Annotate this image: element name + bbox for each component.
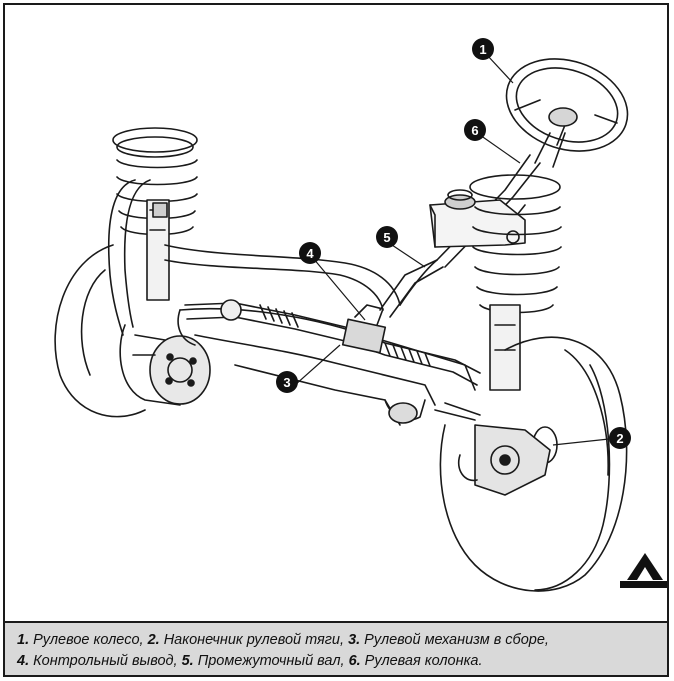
steering-rack <box>184 299 481 386</box>
caption-text: Наконечник рулевой тяги, <box>159 632 349 648</box>
caption-number: 4. <box>17 653 30 669</box>
exhaust-pipe <box>107 179 438 336</box>
callout-5: 5 <box>376 226 398 248</box>
publisher-logo-icon <box>620 553 667 588</box>
steering-wheel <box>505 58 629 168</box>
caption-text: Промежуточный вал, <box>193 653 349 669</box>
caption-number: 6. <box>348 653 361 669</box>
callout-1: 1 <box>472 38 494 60</box>
caption-number: 1. <box>17 632 30 648</box>
callout-2: 2 <box>609 427 631 449</box>
svg-text:1: 1 <box>479 42 486 57</box>
steering-system-drawing: 1 6 2 3 4 5 <box>54 38 667 592</box>
caption-line-2: 4. Контрольный вывод, 5. Промежуточный в… <box>17 651 657 672</box>
caption-number: 5. <box>181 653 194 669</box>
svg-text:4: 4 <box>306 246 314 261</box>
right-wheel <box>434 336 628 592</box>
left-strut-spring <box>112 127 198 301</box>
caption-number: 2. <box>147 632 160 648</box>
caption-text: Контрольный вывод, <box>29 653 182 669</box>
figure-caption: 1. Рулевое колесо, 2. Наконечник рулевой… <box>5 621 667 675</box>
svg-text:2: 2 <box>616 431 623 446</box>
caption-line-1: 1. Рулевое колесо, 2. Наконечник рулевой… <box>17 630 657 651</box>
svg-text:3: 3 <box>283 375 290 390</box>
callout-6: 6 <box>464 119 486 141</box>
svg-text:5: 5 <box>383 230 390 245</box>
callout-4: 4 <box>299 242 321 264</box>
svg-text:6: 6 <box>471 123 478 138</box>
caption-number: 3. <box>348 632 361 648</box>
fluid-reservoir <box>429 189 526 248</box>
right-strut-spring <box>469 174 562 391</box>
callout-markers: 1 6 2 3 4 5 <box>276 38 631 449</box>
caption-text: Рулевая колонка. <box>360 653 483 669</box>
left-wheel <box>54 244 211 418</box>
caption-text: Рулевой механизм в сборе, <box>360 632 549 648</box>
caption-text: Рулевое колесо, <box>29 632 148 648</box>
callout-3: 3 <box>276 371 298 393</box>
